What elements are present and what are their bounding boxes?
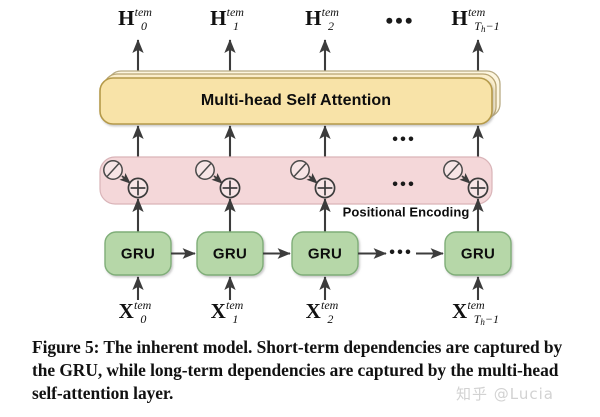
input-gru-arrows bbox=[132, 276, 484, 300]
pe-unit-3 bbox=[443, 160, 489, 199]
figure-diagram: Htem0 Htem1 Htem2 HtemTh−1 ••• Multi-hea… bbox=[99, 5, 512, 327]
output-label-3: HtemTh−1 bbox=[451, 5, 500, 34]
gru-label-3: GRU bbox=[460, 245, 496, 263]
gru-label-2: GRU bbox=[307, 245, 343, 263]
pe-unit-0 bbox=[103, 160, 149, 199]
attention-label: Multi-head Self Attention bbox=[200, 92, 392, 109]
watermark: 知乎 @Lucia bbox=[456, 385, 554, 403]
output-row-ellipsis: ••• bbox=[385, 8, 415, 33]
input-label-2: Xtem2 bbox=[305, 298, 339, 326]
positional-encoding-label: Positional Encoding bbox=[342, 204, 470, 220]
input-label-1: Xtem1 bbox=[210, 298, 244, 326]
pe-attention-arrows bbox=[132, 125, 484, 160]
gru-label-0: GRU bbox=[120, 245, 156, 263]
pe-band-ellipsis: ••• bbox=[392, 174, 416, 194]
input-label-3: XtemTh−1 bbox=[452, 298, 499, 327]
pe-unit-1 bbox=[195, 160, 241, 199]
gru-row-ellipsis: ••• bbox=[389, 242, 413, 262]
output-label-1: Htem1 bbox=[210, 5, 244, 33]
gru-pe-arrows bbox=[132, 198, 484, 232]
gru-label-1: GRU bbox=[212, 245, 248, 263]
diagram-canvas bbox=[99, 39, 512, 300]
output-label-0: Htem0 bbox=[118, 5, 152, 33]
gru-box-3 bbox=[444, 231, 512, 276]
pe-unit-2 bbox=[290, 160, 336, 199]
figure-caption: Figure 5: The inherent model. Short-term… bbox=[32, 337, 563, 404]
attention-top-ellipsis: ••• bbox=[392, 129, 416, 149]
attention-box bbox=[99, 77, 493, 125]
output-label-2: Htem2 bbox=[305, 5, 339, 33]
input-label-0: Xtem0 bbox=[118, 298, 152, 326]
